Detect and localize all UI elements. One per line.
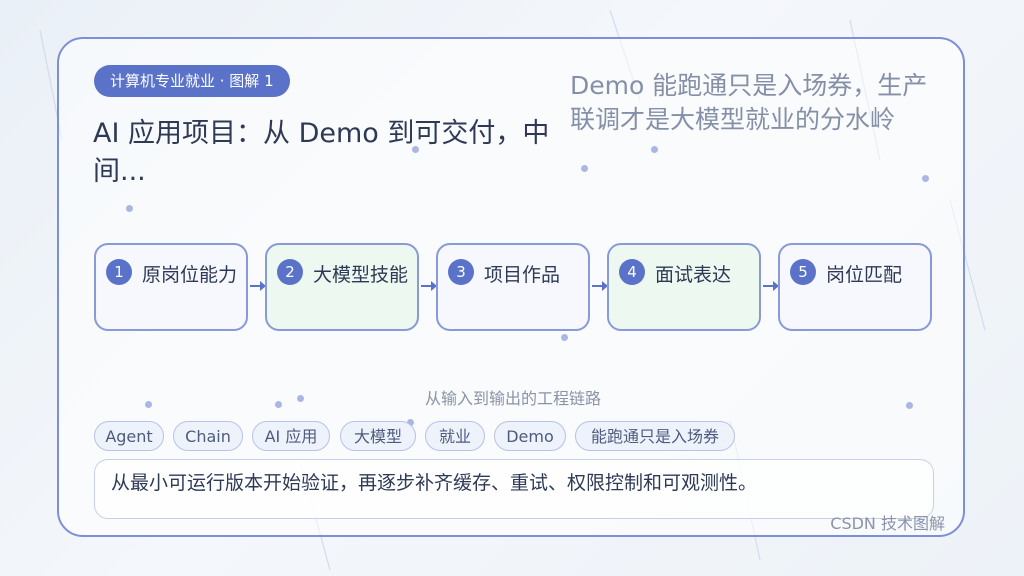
step-label: 项目作品	[484, 264, 561, 286]
keyword-chip: Chain	[173, 421, 243, 451]
step-label: 面试表达	[655, 264, 732, 286]
decorative-dot	[651, 146, 658, 153]
flow-step-5: 5 岗位匹配	[778, 243, 932, 331]
decorative-dot	[275, 401, 282, 408]
arrow-right-icon	[250, 281, 266, 291]
decorative-dot	[297, 395, 304, 402]
keyword-chip: Demo	[494, 421, 566, 451]
section-tag: 计算机专业就业 · 图解 1	[94, 65, 290, 97]
decorative-dot	[922, 175, 929, 182]
flow-diagram: 1 原岗位能力 2 大模型技能 3 项目作品 4 面试表达	[94, 243, 932, 333]
step-number-badge: 3	[448, 259, 474, 285]
arrow-right-icon	[763, 281, 779, 291]
step-number-badge: 1	[106, 259, 132, 285]
step-number-badge: 2	[277, 259, 303, 285]
description-box: 从最小可运行版本开始验证，再逐步补齐缓存、重试、权限控制和可观测性。	[94, 459, 934, 519]
source-credit: CSDN 技术图解	[830, 514, 945, 533]
decorative-dot	[145, 401, 152, 408]
decorative-dot	[407, 419, 414, 426]
page-title: AI 应用项目：从 Demo 到可交付，中间...	[93, 118, 550, 187]
page-subtitle: Demo 能跑通只是入场券，生产联调才是大模型就业的分水岭	[570, 71, 928, 134]
step-number-badge: 4	[619, 259, 645, 285]
decorative-dot	[581, 165, 588, 172]
flow-caption: 从输入到输出的工程链路	[424, 389, 601, 408]
arrow-right-icon	[592, 281, 608, 291]
arrow-right-icon	[421, 281, 437, 291]
step-label: 大模型技能	[313, 264, 409, 286]
keyword-chip: 大模型	[340, 421, 416, 451]
decorative-dot	[906, 402, 913, 409]
keyword-chip: AI 应用	[252, 421, 330, 451]
step-label: 岗位匹配	[826, 264, 903, 286]
flow-step-4: 4 面试表达	[607, 243, 761, 331]
decorative-dot	[561, 334, 568, 341]
keyword-chip: 能跑通只是入场券	[575, 421, 735, 451]
flow-step-3: 3 项目作品	[436, 243, 590, 331]
diagram-card: 计算机专业就业 · 图解 1 AI 应用项目：从 Demo 到可交付，中间...…	[57, 37, 965, 537]
step-number-badge: 5	[790, 259, 816, 285]
keyword-chip: 就业	[425, 421, 485, 451]
flow-step-2: 2 大模型技能	[265, 243, 419, 331]
keyword-chip: Agent	[94, 421, 164, 451]
decorative-dot	[126, 205, 133, 212]
flow-step-1: 1 原岗位能力	[94, 243, 248, 331]
decorative-dot	[412, 146, 419, 153]
step-label: 原岗位能力	[142, 264, 238, 286]
